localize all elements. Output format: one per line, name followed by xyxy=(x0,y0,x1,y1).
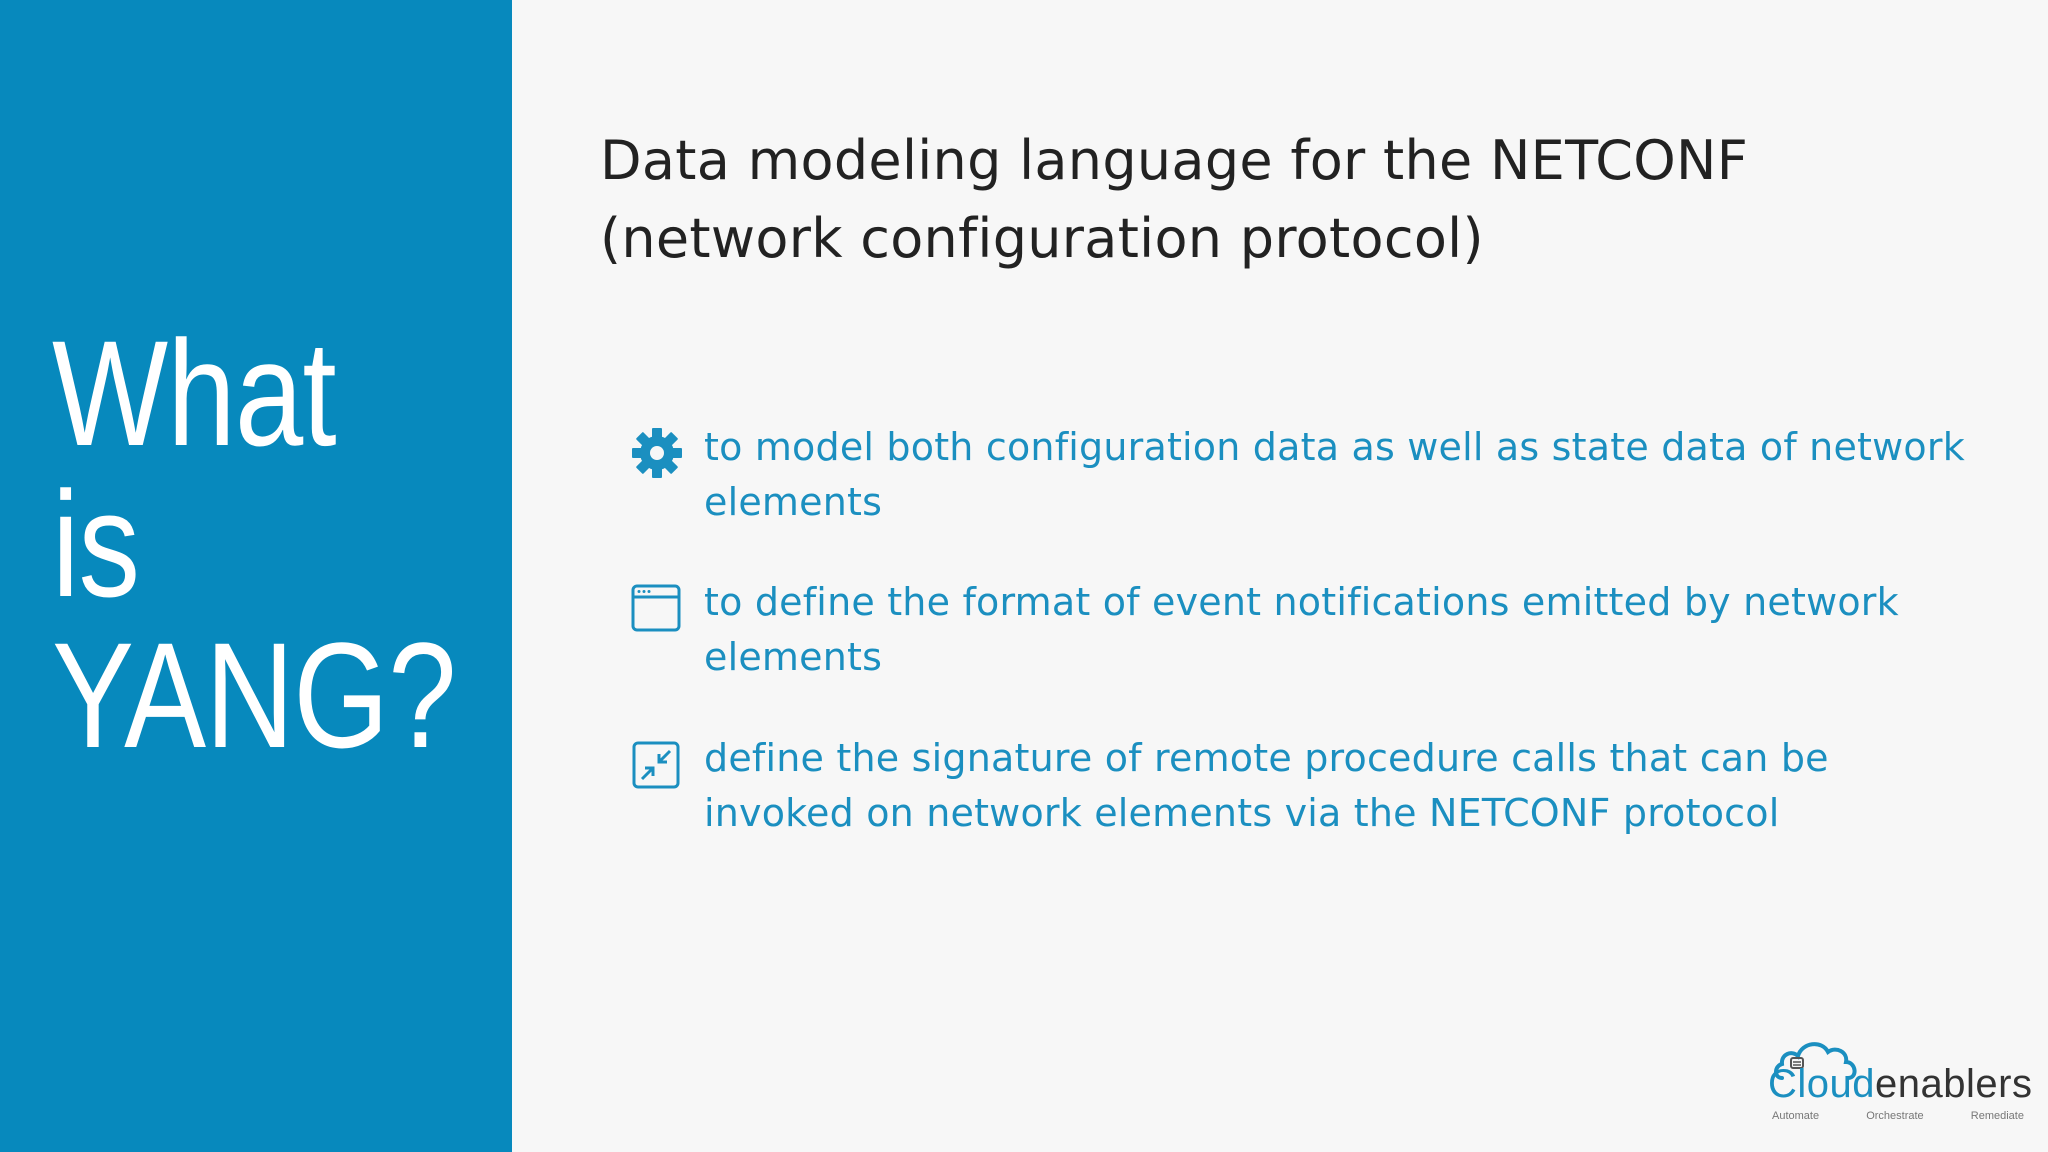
logo-wordmark-part: Cloud xyxy=(1768,1062,1876,1106)
logo-tagline: Automate Orchestrate Remediate xyxy=(1772,1110,2024,1122)
company-logo: Cloudenablers Automate Orchestrate Remed… xyxy=(1768,1034,2032,1134)
slide-heading: Data modeling language for the NETCONF (… xyxy=(600,122,2000,278)
collapse-arrows-icon xyxy=(632,741,680,789)
bullet-text-line: invoked on network elements via the NETC… xyxy=(704,791,1780,835)
bullet-text: to define the format of event notificati… xyxy=(704,575,2024,685)
slide-title-line: is xyxy=(52,460,140,628)
slide-title-line: YANG? xyxy=(52,611,457,779)
logo-tagline-word: Remediate xyxy=(1970,1110,2024,1122)
cloud-icon xyxy=(1774,1042,1857,1080)
bullet-text-line: to define the format of event notificati… xyxy=(704,580,1899,624)
bullet-text: to model both configuration data as well… xyxy=(704,420,2024,530)
logo-tagline-word: Orchestrate xyxy=(1866,1110,1924,1122)
slide-title-line: What xyxy=(52,309,337,477)
bullet-text-line: elements xyxy=(704,480,883,524)
bullet-text-line: to model both configuration data as well… xyxy=(704,425,1965,469)
bullet-text-line: define the signature of remote procedure… xyxy=(704,736,1829,780)
gear-icon xyxy=(632,428,682,478)
logo-wordmark: Cloudenablers xyxy=(1768,1060,2032,1108)
logo-wordmark-part: enablers xyxy=(1875,1062,2033,1106)
slide-heading-line: (network configuration protocol) xyxy=(600,207,1484,270)
logo-tagline-word: Automate xyxy=(1772,1110,1820,1122)
title-panel: What is YANG? xyxy=(0,0,512,1152)
bullet-text-line: elements xyxy=(704,635,883,679)
bullet-text: define the signature of remote procedure… xyxy=(704,731,2024,841)
browser-window-icon xyxy=(631,584,681,632)
slide-heading-line: Data modeling language for the NETCONF xyxy=(600,129,1749,192)
slide-title: What is YANG? xyxy=(52,309,457,779)
